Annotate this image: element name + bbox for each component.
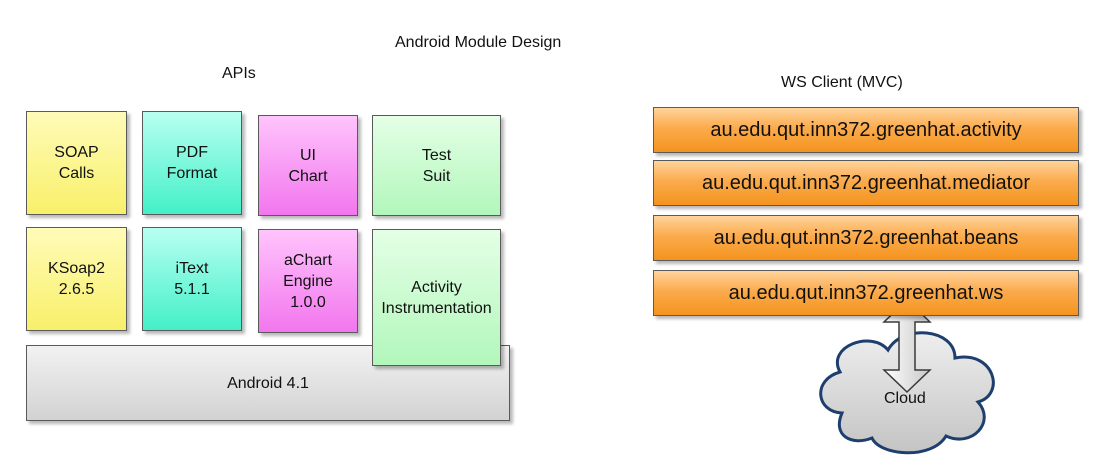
layer-mediator-box: au.edu.qut.inn372.greenhat.mediator xyxy=(653,160,1079,206)
layer-activity-box: au.edu.qut.inn372.greenhat.activity xyxy=(653,107,1079,153)
activity-line-2: Instrumentation xyxy=(381,299,492,317)
pdf-format-box: PDF Format xyxy=(142,111,242,215)
itext-box: iText 5.1.1 xyxy=(142,227,242,331)
android-platform-label: Android 4.1 xyxy=(227,374,309,392)
diagram-title: Android Module Design xyxy=(395,34,562,51)
layer-activity-label: au.edu.qut.inn372.greenhat.activity xyxy=(710,119,1022,141)
achart-line-2: Engine xyxy=(283,272,333,290)
pdf-format-line-1: PDF xyxy=(176,144,208,161)
cloud-label: Cloud xyxy=(884,390,926,407)
activity-instrumentation-box: Activity Instrumentation xyxy=(372,229,501,366)
ws-client-heading: WS Client (MVC) xyxy=(781,74,903,91)
bidirectional-arrow-icon xyxy=(882,298,932,394)
ksoap2-line-1: KSoap2 xyxy=(48,260,105,277)
achart-line-1: aChart xyxy=(283,251,333,269)
layer-ws-box: au.edu.qut.inn372.greenhat.ws xyxy=(653,270,1079,316)
itext-line-1: iText xyxy=(175,260,209,277)
soap-calls-box: SOAP Calls xyxy=(26,111,127,215)
layer-beans-label: au.edu.qut.inn372.greenhat.beans xyxy=(713,227,1019,249)
layer-mediator-label: au.edu.qut.inn372.greenhat.mediator xyxy=(701,172,1031,194)
layer-beans-box: au.edu.qut.inn372.greenhat.beans xyxy=(653,215,1079,261)
ui-chart-box: UI Chart xyxy=(258,115,358,216)
ksoap2-line-2: 2.6.5 xyxy=(58,281,95,298)
activity-line-1: Activity xyxy=(411,278,462,296)
test-suit-line-2: Suit xyxy=(422,167,451,185)
apis-heading: APIs xyxy=(222,65,256,82)
achart-line-3: 1.0.0 xyxy=(290,293,326,311)
pdf-format-line-2: Format xyxy=(166,165,218,182)
layer-ws-label: au.edu.qut.inn372.greenhat.ws xyxy=(728,282,1004,304)
itext-line-2: 5.1.1 xyxy=(174,281,210,298)
ui-chart-line-2: Chart xyxy=(288,167,328,185)
soap-calls-line-1: SOAP xyxy=(54,144,99,161)
soap-calls-line-2: Calls xyxy=(58,165,95,182)
ksoap2-box: KSoap2 2.6.5 xyxy=(26,227,127,331)
ui-chart-line-1: UI xyxy=(300,146,316,164)
test-suit-box: Test Suit xyxy=(372,115,501,216)
test-suit-line-1: Test xyxy=(421,146,452,164)
achart-engine-box: aChart Engine 1.0.0 xyxy=(258,229,358,333)
